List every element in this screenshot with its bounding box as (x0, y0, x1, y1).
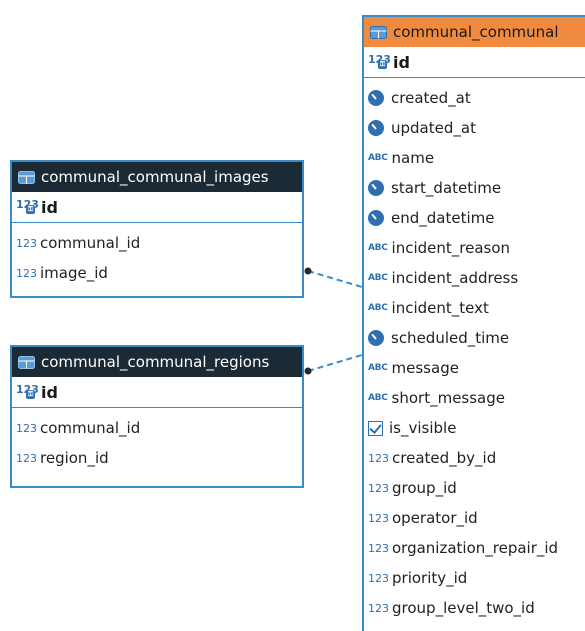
entity-header[interactable]: communal_communal (364, 17, 585, 47)
column-row[interactable]: updated_at (364, 113, 585, 143)
column-name: communal_id (40, 234, 141, 252)
text-type-icon: ABC (368, 303, 388, 313)
column-name: short_message (391, 389, 505, 407)
column-row[interactable]: created_at (364, 83, 585, 113)
column-name: operator_id (392, 509, 478, 527)
entity-communal-communal-regions[interactable]: communal_communal_regions 123⚿ id 123com… (10, 345, 304, 488)
column-name: created_by_id (392, 449, 497, 467)
number-type-icon: 123 (16, 451, 37, 465)
number-type-icon: 123 (16, 421, 37, 435)
column-name: communal_id (40, 419, 141, 437)
column-name: incident_reason (391, 239, 511, 257)
connector-regions-endpoint (304, 367, 312, 375)
clock-icon (368, 330, 384, 346)
column-name: start_datetime (391, 179, 502, 197)
pk-row[interactable]: 123⚿ id (364, 47, 585, 78)
connector-images-endpoint (304, 267, 312, 275)
entity-header[interactable]: communal_communal_images (12, 162, 302, 192)
connector-regions-to-main (307, 354, 363, 372)
column-name: updated_at (391, 119, 476, 137)
column-name: priority_id (392, 569, 468, 587)
column-name: group_level_two_id (392, 599, 535, 617)
entity-header[interactable]: communal_communal_regions (12, 347, 302, 377)
text-type-icon: ABC (368, 153, 388, 163)
column-name: end_datetime (391, 209, 495, 227)
text-type-icon: ABC (368, 273, 388, 283)
column-name: region_id (40, 449, 109, 467)
text-type-icon: ABC (368, 393, 388, 403)
column-name: incident_text (391, 299, 489, 317)
clock-icon (368, 180, 384, 196)
pk-row[interactable]: 123⚿ id (12, 377, 302, 408)
entity-communal-communal-images[interactable]: communal_communal_images 123⚿ id 123comm… (10, 160, 304, 298)
entity-title: communal_communal_images (41, 168, 269, 186)
text-type-icon: ABC (368, 243, 388, 253)
checkbox-icon (368, 420, 383, 436)
pk-name: id (41, 197, 58, 217)
clock-icon (368, 210, 384, 226)
column-name: message (391, 359, 459, 377)
clock-icon (368, 120, 384, 136)
pk-name: id (393, 52, 410, 72)
number-type-icon: 123 (368, 601, 389, 615)
text-type-icon: ABC (368, 363, 388, 373)
number-type-icon: 123 (368, 511, 389, 525)
column-row[interactable]: is_visible (364, 413, 585, 443)
column-name: created_at (391, 89, 471, 107)
number-type-icon: 123 (368, 571, 389, 585)
column-name: organization_repair_id (392, 539, 559, 557)
column-name: is_visible (389, 419, 457, 437)
entity-communal-communal[interactable]: communal_communal 123⚿ id created_atupda… (362, 15, 585, 631)
entity-title: communal_communal_regions (41, 353, 270, 371)
connector-images-to-main (307, 270, 363, 288)
number-type-icon: 123 (16, 236, 37, 250)
key-number-icon: 123⚿ (16, 198, 39, 214)
pk-row[interactable]: 123⚿ id (12, 192, 302, 223)
column-row[interactable]: start_datetime (364, 173, 585, 203)
column-row[interactable]: end_datetime (364, 203, 585, 233)
column-name: incident_address (391, 269, 519, 287)
table-icon (18, 355, 35, 369)
entity-title: communal_communal (393, 23, 559, 41)
clock-icon (368, 90, 384, 106)
table-icon (370, 25, 387, 39)
table-icon (18, 170, 35, 184)
column-name: image_id (40, 264, 108, 282)
number-type-icon: 123 (368, 541, 389, 555)
column-name: name (391, 149, 435, 167)
number-type-icon: 123 (368, 481, 389, 495)
column-name: group_id (392, 479, 457, 497)
key-number-icon: 123⚿ (16, 383, 39, 399)
column-name: scheduled_time (391, 329, 510, 347)
pk-name: id (41, 382, 58, 402)
number-type-icon: 123 (368, 451, 389, 465)
column-row[interactable]: scheduled_time (364, 323, 585, 353)
key-number-icon: 123⚿ (368, 53, 391, 69)
number-type-icon: 123 (16, 266, 37, 280)
